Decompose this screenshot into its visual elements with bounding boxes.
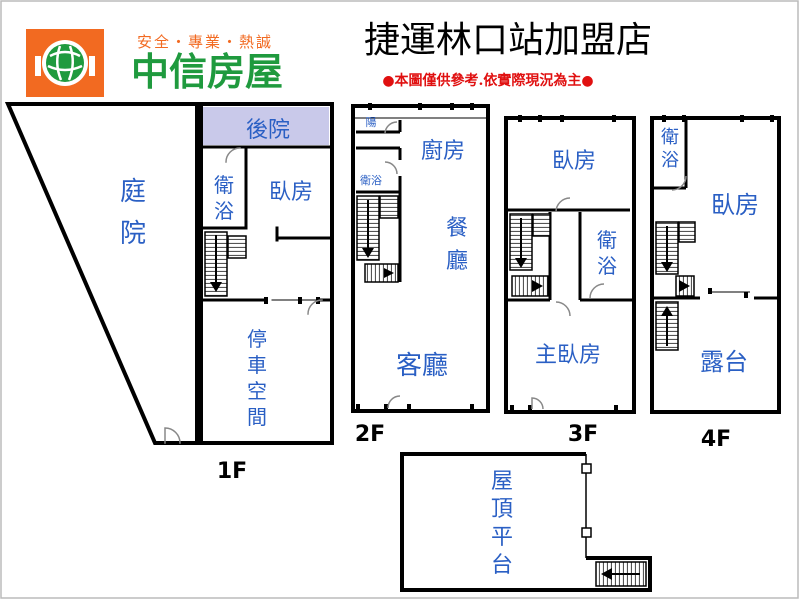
- floor-4f-labels: 衛 浴 臥房 露台 4F: [661, 127, 759, 452]
- stairs-icon: [595, 561, 647, 587]
- door-swing-icon: [589, 283, 605, 299]
- room-label: 後院: [246, 118, 290, 143]
- floor-2f: [351, 103, 490, 413]
- room-label: 浴: [214, 199, 234, 223]
- room-label: 客廳: [396, 351, 448, 381]
- floor-roof-labels: 屋 頂 平 台: [491, 469, 513, 578]
- floor-1f-labels: 庭 院 後院 衛 浴 臥房 停 車 空 間 1F: [120, 118, 313, 484]
- brand-name: 中信房屋: [131, 50, 283, 94]
- room-label: 空: [247, 379, 267, 403]
- floor-4f: [650, 115, 781, 414]
- room-label: 衛: [597, 228, 617, 252]
- floor-label: 3F: [568, 422, 598, 447]
- floor-1f: [4, 102, 334, 445]
- floor-label: 4F: [701, 427, 731, 452]
- door-swing-icon: [555, 197, 571, 213]
- disclaimer-notice: ●本圖僅供參考.依實際現況為主●: [382, 72, 593, 89]
- room-label: 間: [247, 405, 267, 429]
- door-swing-icon: [555, 301, 571, 317]
- floor-label: 1F: [217, 459, 247, 484]
- floor-label: 2F: [355, 422, 385, 447]
- door-swing-icon: [387, 395, 401, 409]
- room-label: 院: [120, 219, 146, 249]
- room-label: 庭: [120, 177, 146, 207]
- room-label: 餐: [446, 216, 468, 241]
- stairs-icon: [655, 221, 696, 351]
- room-label: 露台: [700, 348, 748, 376]
- room-label: 浴: [661, 150, 679, 171]
- room-label: 衛: [214, 173, 234, 197]
- floor-3f-labels: 臥房 衛 浴 主臥房 3F: [535, 149, 617, 447]
- room-label: 衛: [661, 127, 679, 148]
- brand-logo: [26, 29, 104, 97]
- stairs-icon: [204, 231, 247, 297]
- room-label: 臥房: [269, 180, 313, 205]
- room-label: 廚房: [421, 139, 465, 164]
- stairs-icon: [356, 195, 399, 283]
- door-swing-icon: [307, 299, 323, 315]
- door-swing-icon: [225, 147, 241, 163]
- room-label: 主臥房: [535, 343, 601, 368]
- door-swing-icon: [164, 427, 181, 444]
- door-swing-icon: [531, 397, 544, 410]
- door-swing-icon: [384, 121, 398, 135]
- page-title: 捷運林口站加盟店: [364, 20, 652, 61]
- house-globe-logo-icon: [35, 40, 95, 86]
- door-swing-icon: [671, 175, 687, 191]
- floor-roof: [400, 452, 652, 592]
- floor-3f: [504, 115, 636, 414]
- room-label: 浴: [597, 254, 617, 278]
- room-label: 屋: [491, 469, 513, 494]
- room-label: 衛浴: [360, 174, 382, 187]
- brand-slogan: 安全・專業・熱誠: [137, 33, 273, 51]
- room-label: 停: [247, 327, 267, 351]
- room-label: 陽: [366, 116, 377, 129]
- stairs-icon: [509, 213, 551, 297]
- room-label: 臥房: [552, 149, 596, 174]
- room-label: 臥房: [711, 191, 759, 219]
- floor-2f-labels: 陽 衛浴 廚房 餐 廳 客廳 2F: [355, 116, 468, 447]
- room-label: 平: [491, 525, 513, 550]
- room-label: 廳: [446, 249, 468, 274]
- door-swing-icon: [384, 161, 398, 175]
- room-label: 車: [247, 353, 267, 377]
- room-label: 台: [491, 553, 513, 578]
- room-label: 頂: [491, 497, 513, 522]
